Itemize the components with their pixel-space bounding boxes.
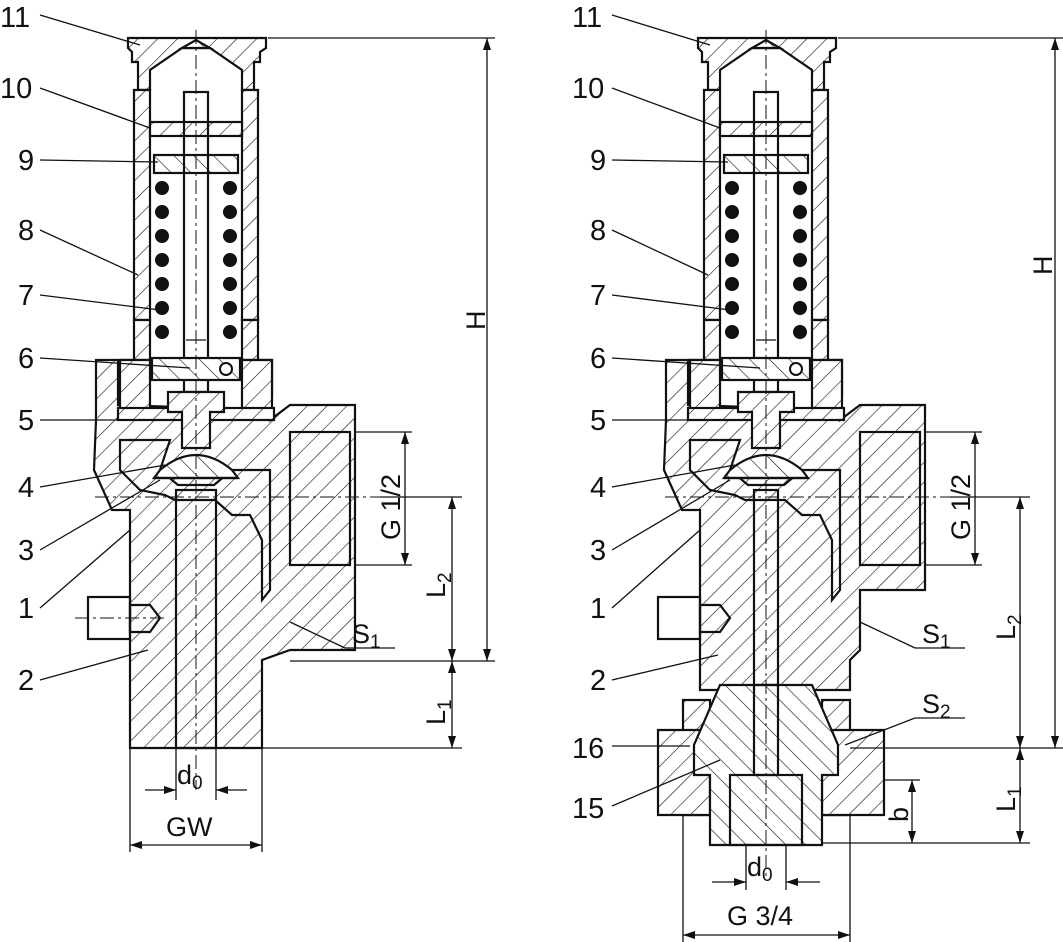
left-part-labels: 11 10 9 8 7 6 5 4 3 1 2 (0, 2, 191, 697)
label-1: 1 (18, 593, 34, 625)
label-5: 5 (590, 405, 606, 437)
label-3: 3 (590, 535, 606, 567)
label-6: 6 (590, 343, 606, 375)
label-3: 3 (18, 535, 34, 567)
dim-L2-right: L2 (991, 614, 1026, 640)
label-11: 11 (0, 2, 30, 34)
dim-L1-right: L1 (991, 786, 1026, 812)
label-5: 5 (18, 405, 34, 437)
dim-G34: G 3/4 (727, 901, 793, 931)
left-dimensions: H G 1/2 L2 L1 S1 d0 GW (129, 37, 495, 852)
right-valve (656, 28, 950, 880)
label-6: 6 (18, 343, 34, 375)
right-part-labels: 11 10 9 8 7 6 5 4 3 1 2 16 15 (572, 2, 761, 825)
label-7: 7 (18, 280, 34, 312)
dim-b: b (884, 807, 914, 822)
label-1: 1 (590, 593, 606, 625)
label-10: 10 (572, 73, 604, 105)
right-dimensions: H G 1/2 L2 L1 b S1 S2 d0 G 3/4 (682, 37, 1063, 942)
label-11: 11 (572, 2, 602, 34)
label-7: 7 (590, 280, 606, 312)
label-10: 10 (0, 73, 32, 105)
dim-GW: GW (166, 812, 213, 842)
dim-H-right: H (1028, 256, 1058, 276)
left-valve (75, 28, 380, 790)
dim-L1-left: L1 (421, 699, 456, 725)
dim-d0-left: d0 (177, 760, 203, 794)
label-4: 4 (590, 472, 606, 504)
label-9: 9 (590, 145, 606, 177)
label-2: 2 (18, 665, 34, 697)
label-16: 16 (572, 733, 604, 765)
dim-G12-left: G 1/2 (376, 474, 406, 540)
label-4: 4 (18, 472, 34, 504)
label-2: 2 (590, 665, 606, 697)
label-15: 15 (572, 793, 604, 825)
label-9: 9 (18, 145, 34, 177)
dim-S2: S2 (922, 689, 951, 723)
dim-G12-right: G 1/2 (946, 474, 976, 540)
dim-H-left: H (461, 311, 491, 331)
dim-L2-left: L2 (421, 572, 456, 598)
label-8: 8 (590, 215, 606, 247)
dim-d0-right: d0 (747, 852, 773, 886)
label-8: 8 (18, 215, 34, 247)
dim-S1-left: S1 (352, 619, 381, 653)
dim-S1-right: S1 (922, 619, 951, 653)
